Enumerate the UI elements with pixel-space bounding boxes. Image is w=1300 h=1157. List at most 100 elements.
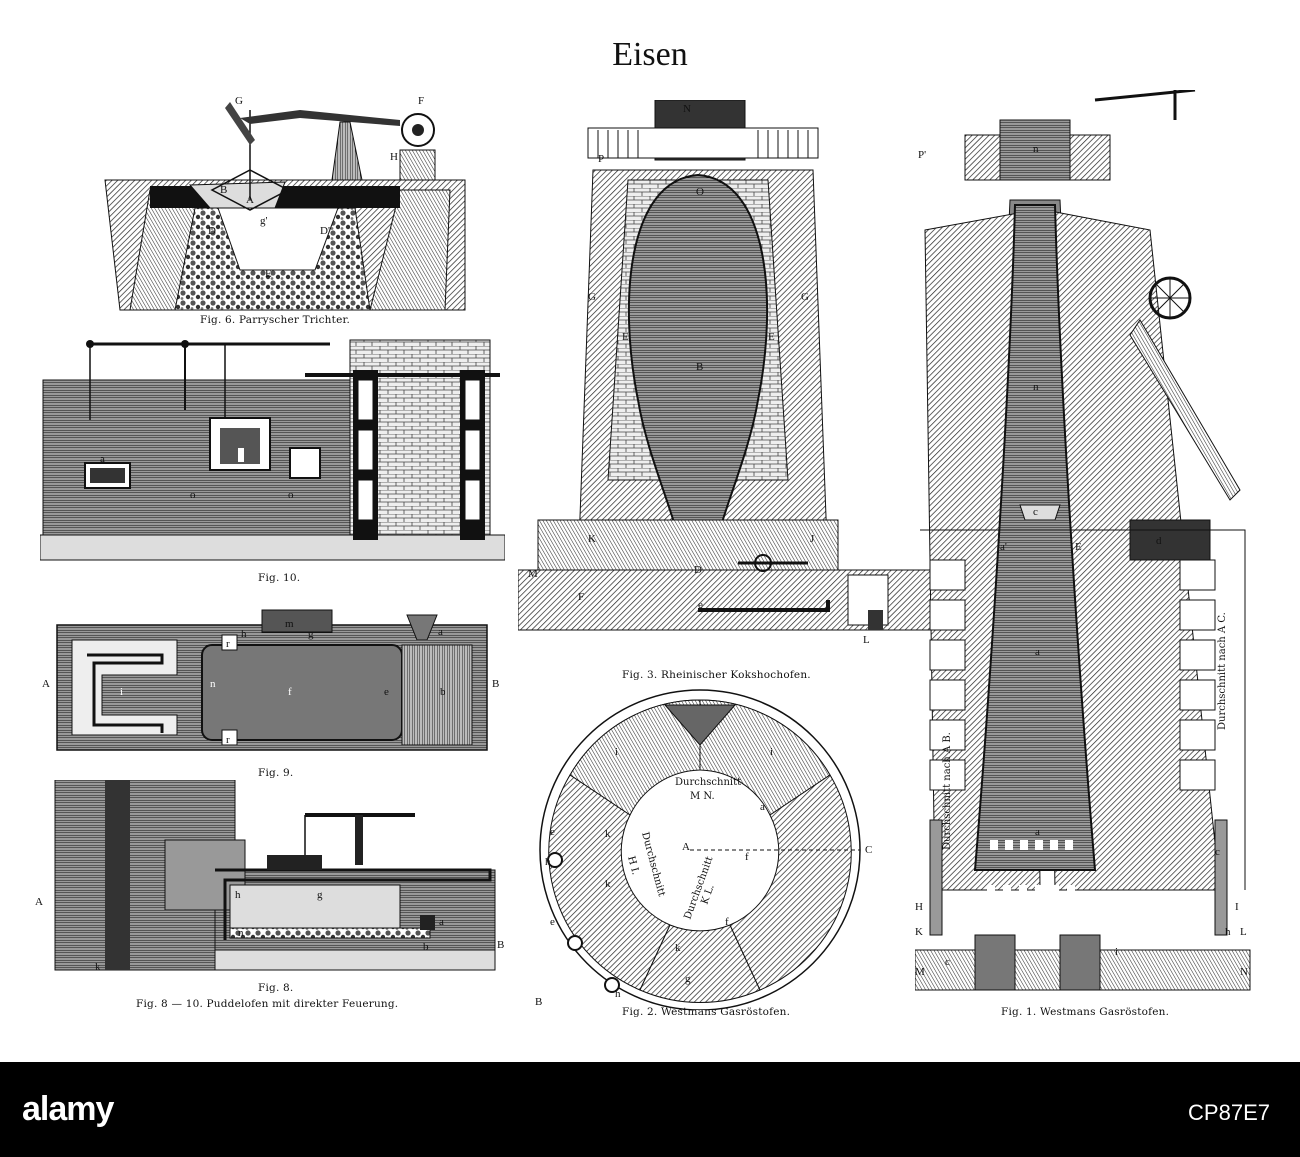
svg-text:M: M: [915, 966, 925, 978]
svg-text:a: a: [100, 453, 105, 465]
svg-text:f: f: [725, 916, 729, 928]
svg-text:b: b: [423, 941, 429, 953]
svg-text:E: E: [622, 331, 629, 343]
svg-text:G: G: [588, 291, 596, 303]
fig2-section-hi-letters: H I.: [625, 855, 641, 876]
svg-text:n: n: [210, 678, 216, 690]
svg-text:G: G: [801, 291, 809, 303]
svg-text:g': g': [260, 215, 268, 227]
svg-text:k: k: [95, 961, 101, 973]
watermark-footer: [0, 1062, 1300, 1157]
svg-text:a: a: [760, 801, 765, 813]
svg-text:i: i: [120, 686, 123, 698]
fig6-parry-funnel: G F H B A g' D D' E: [104, 95, 466, 311]
svg-text:B: B: [220, 184, 227, 196]
svg-text:g: g: [317, 889, 323, 901]
svg-text:O: O: [696, 186, 704, 198]
svg-text:a': a': [1000, 541, 1007, 553]
svg-text:H: H: [915, 901, 923, 913]
svg-text:F: F: [578, 591, 584, 603]
fig1-roasting-kiln-section: n n c d E a' a a c h c H K I L M N i Dur…: [915, 90, 1251, 991]
svg-text:B: B: [497, 939, 504, 951]
svg-text:e: e: [550, 916, 555, 928]
svg-text:F: F: [418, 95, 424, 107]
svg-text:a: a: [439, 916, 444, 928]
fig2-roasting-kiln-plan: i i a e h e k k k f f g h B A C Durchsch…: [535, 689, 872, 1010]
svg-text:P: P: [598, 153, 604, 165]
svg-text:D': D': [320, 225, 330, 237]
svg-text:I: I: [1235, 901, 1239, 913]
svg-text:h: h: [235, 889, 241, 901]
caption-fig1: Fig. 1. Westmans Gasröstofen.: [1001, 1006, 1170, 1018]
svg-text:P': P': [918, 149, 926, 161]
svg-text:g: g: [685, 973, 691, 985]
fig2-section-mn-label: Durchschnitt: [675, 777, 741, 788]
caption-fig9: Fig. 9.: [258, 767, 294, 779]
svg-text:K: K: [588, 533, 596, 545]
svg-text:b: b: [440, 686, 446, 698]
svg-text:r: r: [226, 734, 230, 746]
svg-text:D: D: [694, 564, 702, 576]
fig1-section-ab-label: Durchschnitt nach A B.: [942, 732, 953, 850]
svg-text:k: k: [605, 828, 611, 840]
svg-text:f: f: [745, 851, 749, 863]
svg-text:m: m: [285, 618, 294, 630]
svg-text:o: o: [288, 489, 294, 501]
svg-text:e: e: [384, 686, 389, 698]
svg-text:H: H: [390, 151, 398, 163]
svg-text:d: d: [1156, 535, 1162, 547]
svg-text:a: a: [438, 626, 443, 638]
fig2-section-mn-letters: M N.: [690, 791, 715, 802]
svg-text:A: A: [682, 841, 690, 853]
svg-text:r: r: [226, 638, 230, 650]
svg-text:B: B: [696, 361, 703, 373]
svg-text:J: J: [810, 533, 815, 545]
svg-text:i: i: [615, 746, 618, 758]
page-title: Eisen: [612, 36, 688, 73]
svg-text:B: B: [535, 996, 542, 1008]
fig3-blast-furnace: N P' P O G G E E B K J M F D e L: [518, 100, 943, 646]
fig9-puddling-furnace-plan: A B i n f e b a m h g r r: [42, 609, 499, 751]
svg-text:D: D: [208, 225, 216, 237]
svg-text:k: k: [675, 942, 681, 954]
watermark-image-id: CP87E7: [1188, 1100, 1270, 1125]
svg-text:A: A: [246, 194, 254, 206]
svg-text:L: L: [1240, 926, 1247, 938]
svg-text:E: E: [265, 268, 272, 280]
svg-text:N: N: [1240, 966, 1248, 978]
svg-text:n: n: [1033, 381, 1039, 393]
svg-text:k: k: [605, 878, 611, 890]
svg-text:c: c: [1215, 846, 1220, 858]
fig1-section-ac-label: Durchschnitt nach A C.: [1217, 612, 1228, 730]
svg-text:B: B: [492, 678, 499, 690]
svg-text:L: L: [863, 634, 870, 646]
svg-text:a: a: [1035, 826, 1040, 838]
svg-text:f: f: [288, 686, 292, 698]
svg-text:g: g: [308, 628, 314, 640]
svg-text:h: h: [241, 628, 247, 640]
svg-text:N: N: [683, 103, 691, 115]
caption-fig8: Fig. 8.: [258, 982, 294, 994]
caption-fig10: Fig. 10.: [258, 572, 301, 584]
caption-fig8-10: Fig. 8 — 10. Puddelofen mit direkter Feu…: [136, 998, 399, 1010]
svg-text:i: i: [770, 746, 773, 758]
svg-text:E: E: [1075, 541, 1082, 553]
svg-text:C: C: [865, 844, 872, 856]
svg-text:E: E: [768, 331, 775, 343]
watermark-logo: alamy: [22, 1090, 114, 1128]
svg-text:n: n: [1033, 143, 1039, 155]
svg-text:A: A: [42, 678, 50, 690]
svg-text:h: h: [615, 988, 621, 1000]
svg-text:c: c: [1033, 506, 1038, 518]
svg-text:M: M: [528, 568, 538, 580]
caption-fig6: Fig. 6. Parryscher Trichter.: [200, 314, 351, 326]
svg-text:a: a: [1035, 646, 1040, 658]
svg-text:e: e: [698, 599, 703, 611]
svg-text:K: K: [915, 926, 923, 938]
svg-text:G: G: [235, 95, 243, 107]
svg-text:n: n: [238, 927, 244, 939]
caption-fig2: Fig. 2. Westmans Gasröstofen.: [622, 1006, 791, 1018]
svg-text:A: A: [35, 896, 43, 908]
svg-text:h: h: [545, 856, 551, 868]
fig10-puddling-furnace-front: a o o: [40, 339, 505, 561]
